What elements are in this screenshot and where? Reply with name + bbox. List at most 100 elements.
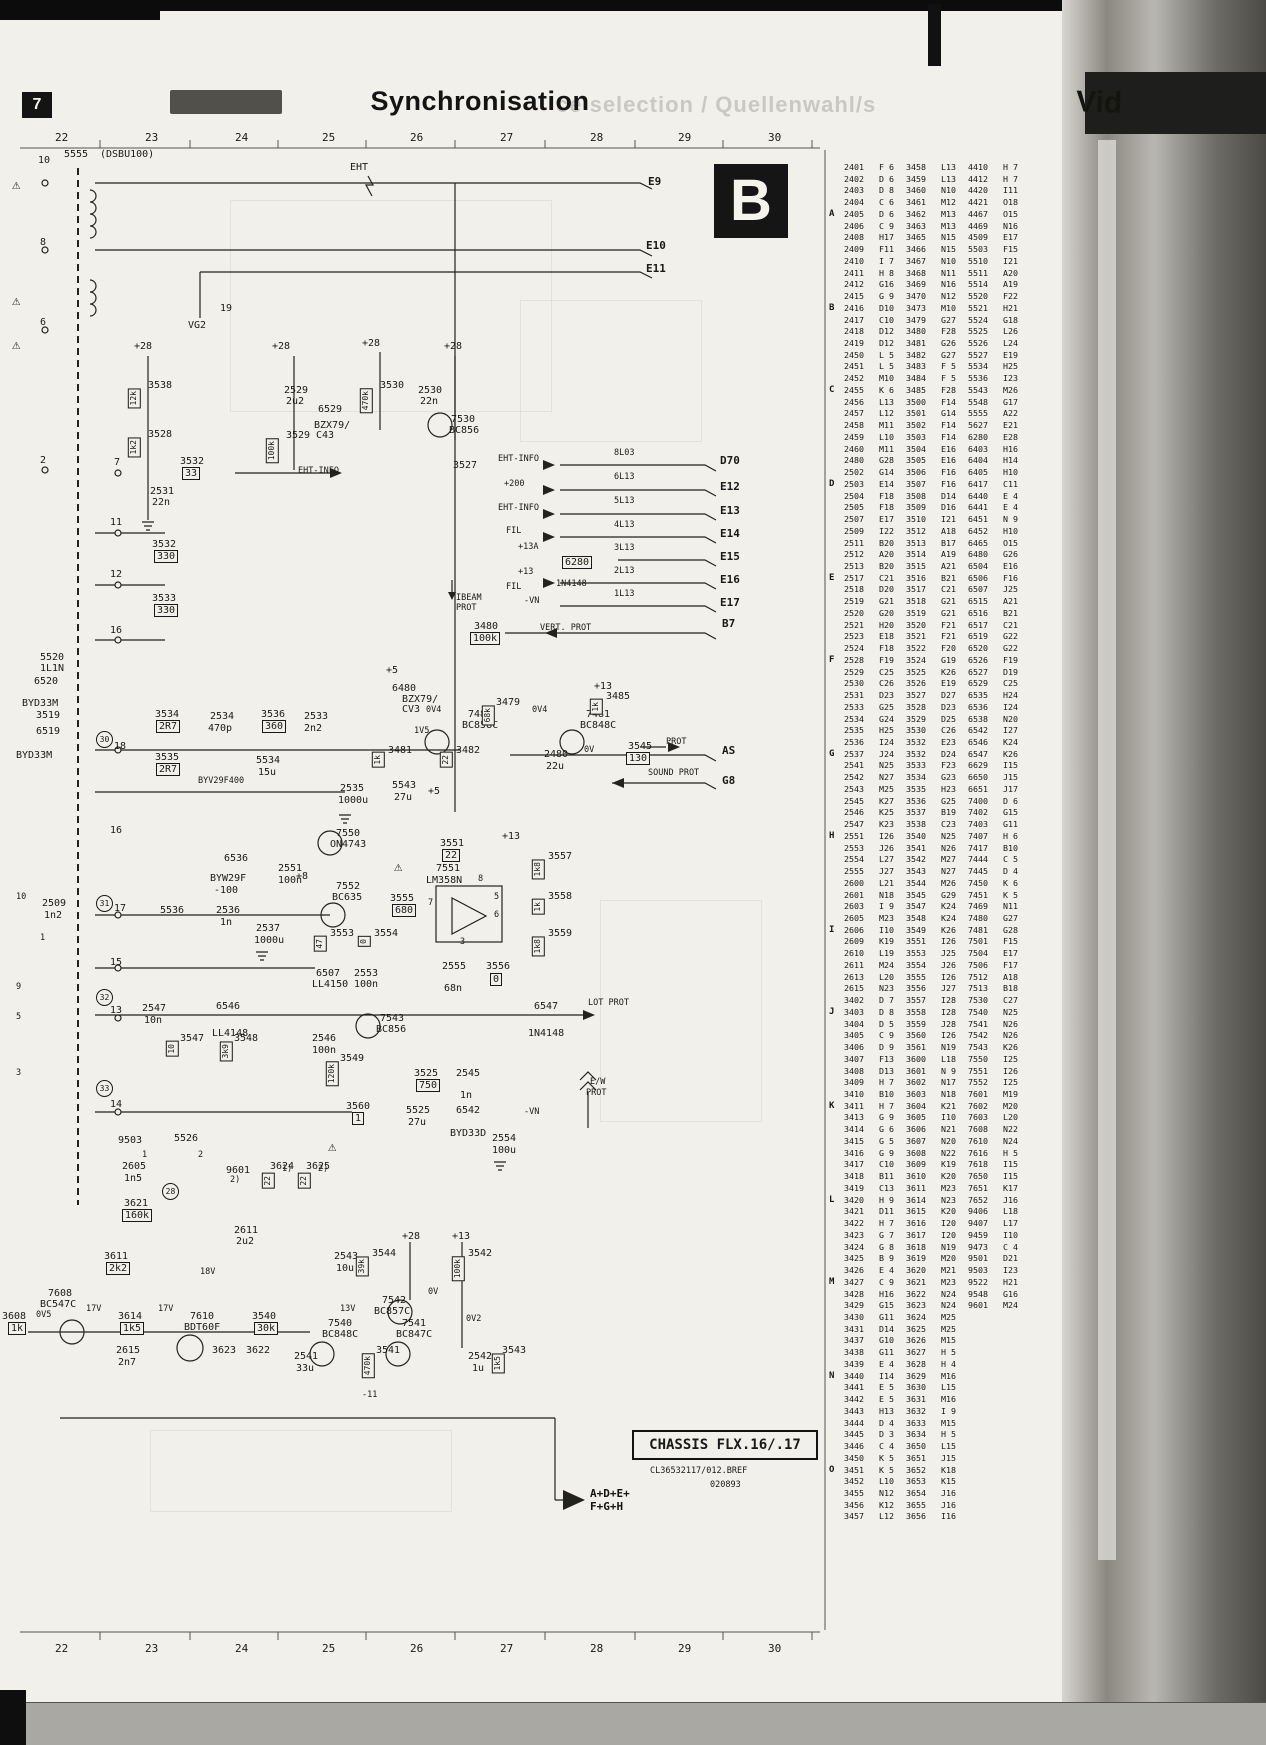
parts-table-cell: C27 bbox=[1003, 995, 1018, 1006]
parts-table-cell: 6515 bbox=[968, 596, 988, 607]
component-label: 680 bbox=[392, 904, 417, 917]
parts-table-cell: 9548 bbox=[968, 1288, 988, 1299]
component-label: 12 bbox=[110, 569, 123, 580]
parts-table-cell: N17 bbox=[941, 1077, 956, 1088]
parts-table-cell: F14 bbox=[941, 420, 956, 431]
parts-table-cell: 3422 bbox=[844, 1218, 864, 1229]
parts-table-cell: 6650 bbox=[968, 772, 988, 783]
component-label: FIL bbox=[506, 526, 522, 536]
component-label: 17 bbox=[114, 903, 127, 914]
parts-table-cell: 7651 bbox=[968, 1182, 988, 1193]
component-label: 0V2 bbox=[466, 1314, 482, 1324]
parts-table-cell: 3628 bbox=[906, 1358, 926, 1369]
parts-table-cell: C 4 bbox=[1003, 1241, 1018, 1252]
grid-section-letter: D bbox=[829, 478, 835, 489]
parts-table-cell: C 9 bbox=[879, 220, 894, 231]
component-label: 330 bbox=[154, 604, 179, 617]
parts-table-cell: D27 bbox=[941, 690, 956, 701]
parts-table-cell bbox=[1003, 1359, 1027, 1371]
bleed-ghost-box bbox=[520, 300, 702, 442]
component-label: E/W bbox=[590, 1077, 606, 1087]
parts-table-cell: G11 bbox=[879, 1347, 894, 1358]
parts-table-cell: 2606 bbox=[844, 924, 864, 935]
component-label: 6542 bbox=[456, 1105, 481, 1116]
parts-table-cell: I11 bbox=[1003, 185, 1018, 196]
component-label: 7 bbox=[428, 898, 434, 908]
parts-table-cell: N24 bbox=[941, 1300, 956, 1311]
component-label: 360 bbox=[262, 720, 287, 733]
parts-table-cell: 6629 bbox=[968, 760, 988, 771]
parts-table-cell: 2402 bbox=[844, 173, 864, 184]
component-label: 17V bbox=[86, 1304, 102, 1314]
parts-table-cell: 6440 bbox=[968, 490, 988, 501]
parts-table-cell: 2613 bbox=[844, 971, 864, 982]
component-label: 1n5 bbox=[124, 1173, 143, 1184]
parts-table-cell: J16 bbox=[941, 1487, 956, 1498]
parts-table-cell: G14 bbox=[941, 408, 956, 419]
parts-table-cell: 6507 bbox=[968, 584, 988, 595]
parts-table-cell: 2511 bbox=[844, 537, 864, 548]
parts-table-cell: D13 bbox=[879, 1065, 894, 1076]
parts-table-cell: 3543 bbox=[906, 866, 926, 877]
connector-label: B7 bbox=[722, 617, 736, 630]
ruler-number: 24 bbox=[235, 131, 249, 144]
parts-table-cell: N24 bbox=[1003, 1135, 1018, 1146]
parts-table-cell: 7608 bbox=[968, 1124, 988, 1135]
scan-artifact-top-bar-left bbox=[0, 11, 160, 20]
parts-table-cell: 3608 bbox=[906, 1147, 926, 1158]
parts-table-cell: 3610 bbox=[906, 1171, 926, 1182]
component-label: 1000u bbox=[254, 935, 285, 946]
chassis-label-box: CHASSIS FLX.16/.17 bbox=[632, 1430, 818, 1460]
connector-label: AS bbox=[722, 744, 736, 757]
parts-table-cell: 3554 bbox=[906, 959, 926, 970]
component-label: 3k9 bbox=[220, 1041, 233, 1062]
component-label: 750 bbox=[416, 1079, 441, 1092]
parts-table-cell: 2457 bbox=[844, 408, 864, 419]
parts-table-cell: 3540 bbox=[906, 830, 926, 841]
parts-table-cell: D 5 bbox=[879, 1018, 894, 1029]
parts-table-cell: 6441 bbox=[968, 502, 988, 513]
component-label: PROT bbox=[666, 737, 687, 747]
parts-table-cell: 3553 bbox=[906, 948, 926, 959]
parts-table-cell: B18 bbox=[1003, 983, 1018, 994]
parts-table-cell: 3512 bbox=[906, 525, 926, 536]
parts-table-cell: 2504 bbox=[844, 490, 864, 501]
parts-table-cell: B21 bbox=[1003, 607, 1018, 618]
parts-table-cell: M23 bbox=[941, 1276, 956, 1287]
parts-table-cell: 7407 bbox=[968, 830, 988, 841]
parts-table-cell: 9407 bbox=[968, 1218, 988, 1229]
component-label: 2542 bbox=[468, 1351, 493, 1362]
bleed-through-header: ce selection / Quellenwahl/s bbox=[556, 92, 877, 117]
parts-table-cell: N19 bbox=[941, 1241, 956, 1252]
parts-table-cell: E17 bbox=[1003, 232, 1018, 243]
parts-table-cell: 2417 bbox=[844, 314, 864, 325]
component-label: 2537 bbox=[256, 923, 281, 934]
parts-table-cell: M13 bbox=[941, 220, 956, 231]
parts-table-cell: 3405 bbox=[844, 1030, 864, 1041]
parts-table-cell: N10 bbox=[941, 185, 956, 196]
parts-table-cell: G27 bbox=[941, 349, 956, 360]
component-label: 1000u bbox=[338, 795, 369, 806]
parts-table-cell: I15 bbox=[1003, 1159, 1018, 1170]
parts-table-cell: 2600 bbox=[844, 877, 864, 888]
parts-table-cell: I15 bbox=[1003, 760, 1018, 771]
component-label: LL4148 bbox=[212, 1028, 249, 1039]
output-group-2: F+G+H bbox=[590, 1500, 624, 1513]
parts-table-cell: K 5 bbox=[879, 1464, 894, 1475]
scan-artifact-top-bar bbox=[0, 0, 1266, 11]
ruler-number: 26 bbox=[410, 1642, 424, 1655]
parts-table-cell: N 9 bbox=[941, 1065, 956, 1076]
